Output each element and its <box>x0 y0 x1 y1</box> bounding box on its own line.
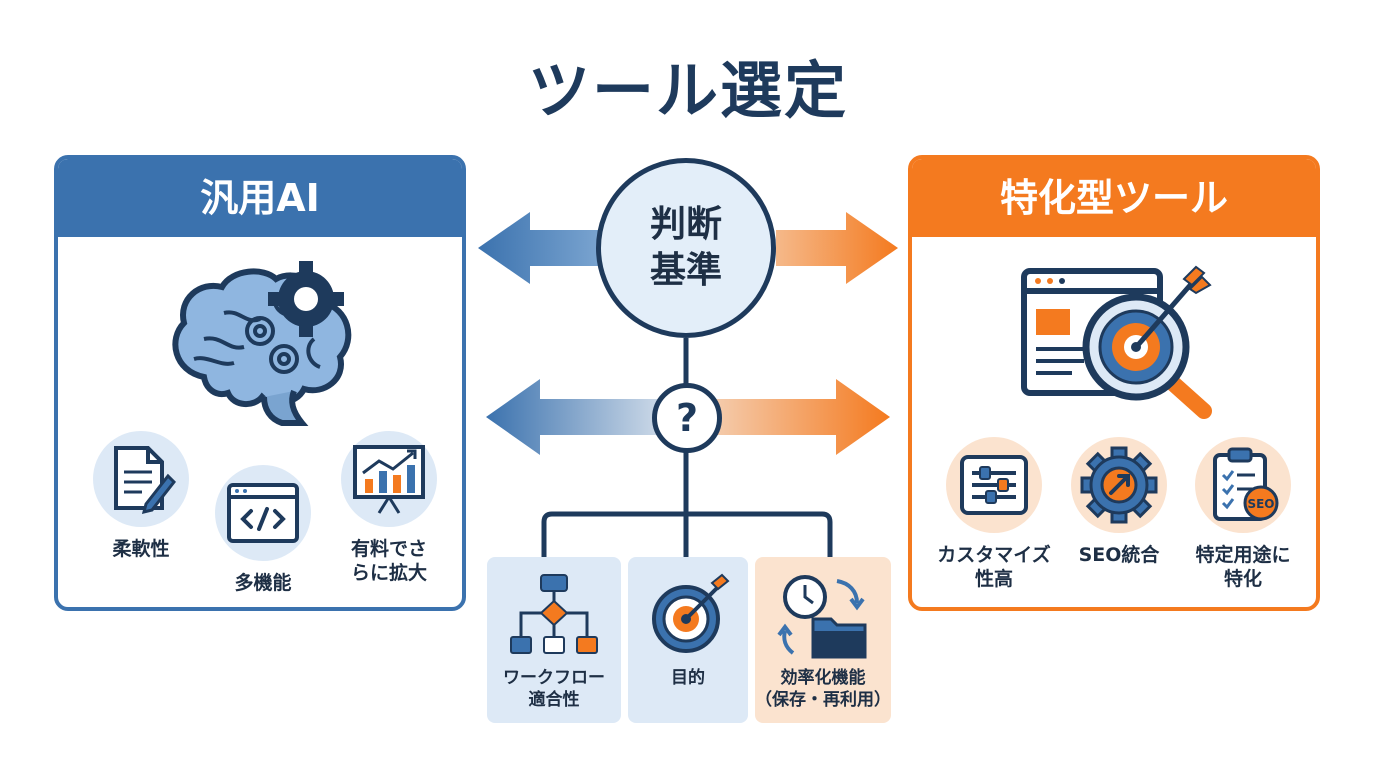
feature-flexibility: 柔軟性 <box>86 431 196 561</box>
browser-target-magnifier-icon <box>1020 263 1220 423</box>
gear-arrow-icon <box>1071 437 1167 533</box>
code-window-icon <box>215 465 311 561</box>
feature-label: カスタマイズ 性高 <box>934 543 1054 591</box>
criteria-line-1: 判断 <box>649 204 722 245</box>
feature-label: 多機能 <box>234 572 292 594</box>
feature-seo-integration: SEO統合 <box>1064 437 1174 567</box>
arrow-to-specialized-tool <box>776 212 898 284</box>
feature-label-line-1: カスタマイズ <box>937 544 1051 566</box>
clipboard-seo-icon: SEO <box>1195 437 1291 533</box>
question-circle: ? <box>652 383 722 453</box>
feature-label-line-2: 性高 <box>974 568 1013 590</box>
card-workflow-fit: ワークフロー 適合性 <box>487 557 621 723</box>
page-title: ツール選定 <box>527 54 848 127</box>
specialized-tool-panel: 特化型ツール <box>908 155 1320 611</box>
card-label: ワークフロー 適合性 <box>487 667 621 711</box>
feature-label-line-2: 特化 <box>1223 568 1262 590</box>
growth-chart-icon <box>341 431 437 527</box>
general-ai-header: 汎用AI <box>58 159 462 237</box>
card-label: 目的 <box>671 668 705 688</box>
seo-badge-text: SEO <box>1247 497 1274 511</box>
feature-customizability: カスタマイズ 性高 <box>934 437 1054 591</box>
feature-multifunction: 多機能 <box>208 465 318 595</box>
card-label-line-2: 適合性 <box>528 690 580 710</box>
criteria-circle: 判断 基準 <box>596 158 776 338</box>
feature-paid-expansion: 有料でさ らに拡大 <box>334 431 444 585</box>
card-purpose: 目的 <box>628 557 748 723</box>
feature-label: 特定用途に 特化 <box>1188 543 1298 591</box>
feature-label: 柔軟性 <box>112 538 170 560</box>
feature-label-line-2: らに拡大 <box>350 562 427 584</box>
card-label-line-1: ワークフロー <box>503 668 605 688</box>
document-pen-icon <box>93 431 189 527</box>
feature-label-line-1: 特定用途に <box>1195 544 1291 566</box>
card-label-line-1: 効率化機能 <box>780 668 866 688</box>
card-label: 効率化機能 （保存・再利用） <box>755 667 891 711</box>
flowchart-icon <box>509 571 599 665</box>
general-ai-panel: 汎用AI <box>54 155 466 611</box>
criteria-line-2: 基準 <box>649 250 722 291</box>
feature-label: 有料でさ らに拡大 <box>334 537 444 585</box>
card-label-line-2: （保存・再利用） <box>755 690 891 710</box>
sliders-icon <box>946 437 1042 533</box>
arrow-to-general-ai <box>478 212 600 284</box>
clock-folder-icon <box>777 569 873 669</box>
specialized-tool-header: 特化型ツール <box>912 159 1316 237</box>
card-efficiency: 効率化機能 （保存・再利用） <box>755 557 891 723</box>
target-icon <box>648 573 732 661</box>
brain-gears-icon <box>164 259 364 433</box>
feature-label-line-1: 有料でさ <box>350 538 427 560</box>
feature-label: SEO統合 <box>1078 544 1160 566</box>
feature-specific-use: SEO 特定用途に 特化 <box>1188 437 1298 591</box>
